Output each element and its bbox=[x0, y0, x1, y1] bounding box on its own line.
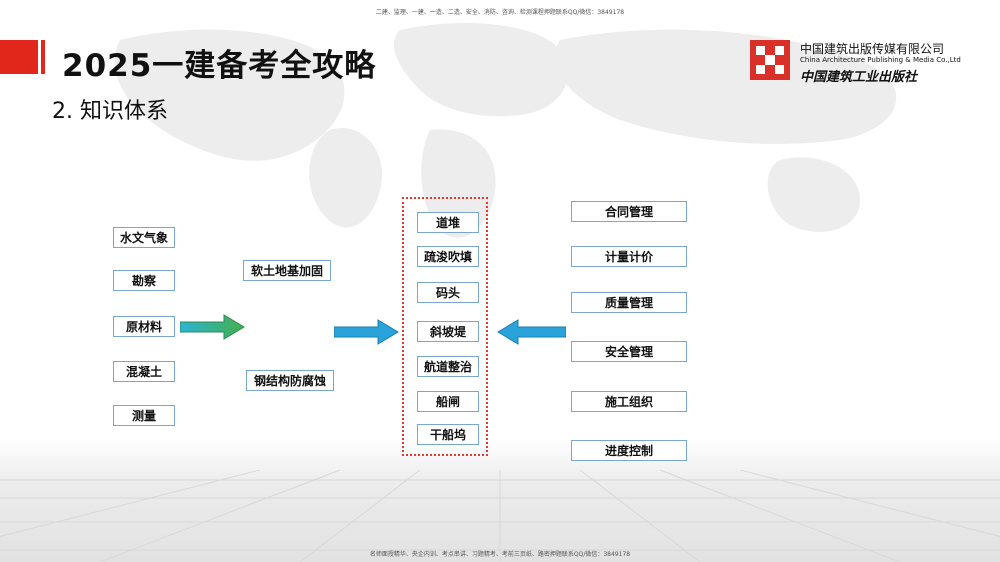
left-item-survey: 勘察 bbox=[113, 270, 175, 291]
publisher-name-art: 中国建筑工业出版社 bbox=[800, 70, 918, 85]
left-item-materials: 原材料 bbox=[113, 316, 175, 337]
center-item-ship-lock: 船闸 bbox=[417, 391, 479, 412]
right-item-quality: 质量管理 bbox=[571, 292, 687, 313]
right-arrow-icon bbox=[334, 319, 399, 345]
center-item-dredging: 疏浚吹填 bbox=[417, 246, 479, 267]
bottom-contact-note: 名师面授精华、央企内训、考点串讲、习题精考、考前三页纸、路密押题联系QQ/微信：… bbox=[369, 551, 631, 558]
publisher-name-cn: 中国建筑出版传媒有限公司 bbox=[800, 42, 945, 56]
right-item-contract: 合同管理 bbox=[571, 201, 687, 222]
title-accent-bar bbox=[0, 40, 38, 74]
right-item-schedule: 进度控制 bbox=[571, 440, 687, 461]
right-item-construction-org: 施工组织 bbox=[571, 391, 687, 412]
middle-item-steel-anticorrosion: 钢结构防腐蚀 bbox=[246, 370, 334, 391]
center-item-dry-dock: 干船坞 bbox=[417, 424, 479, 445]
left-item-concrete: 混凝土 bbox=[113, 361, 175, 382]
middle-item-soft-soil: 软土地基加固 bbox=[243, 260, 331, 281]
top-contact-note: 二建、监理、一建、一造、二造、安全、消防、咨询、检测课程押题联系QQ/微信：38… bbox=[375, 9, 625, 16]
right-item-safety: 安全管理 bbox=[571, 341, 687, 362]
center-item-yard: 道堆 bbox=[417, 212, 479, 233]
center-item-wharf: 码头 bbox=[417, 282, 479, 303]
center-item-slope-dike: 斜坡堤 bbox=[417, 321, 479, 342]
section-subtitle: 2. 知识体系 bbox=[52, 99, 168, 124]
center-group-frame bbox=[402, 197, 488, 456]
publisher-logo-icon bbox=[750, 40, 790, 80]
right-item-pricing: 计量计价 bbox=[571, 246, 687, 267]
left-arrow-icon bbox=[497, 319, 566, 345]
left-item-hydrology: 水文气象 bbox=[113, 227, 175, 248]
center-item-waterway: 航道整治 bbox=[417, 356, 479, 377]
title-accent-stripe bbox=[41, 40, 45, 74]
publisher-name-en: China Architecture Publishing & Media Co… bbox=[800, 56, 961, 64]
green-arrow-icon bbox=[180, 314, 245, 340]
left-item-measurement: 测量 bbox=[113, 405, 175, 426]
page-title: 2025一建备考全攻略 bbox=[62, 48, 377, 84]
